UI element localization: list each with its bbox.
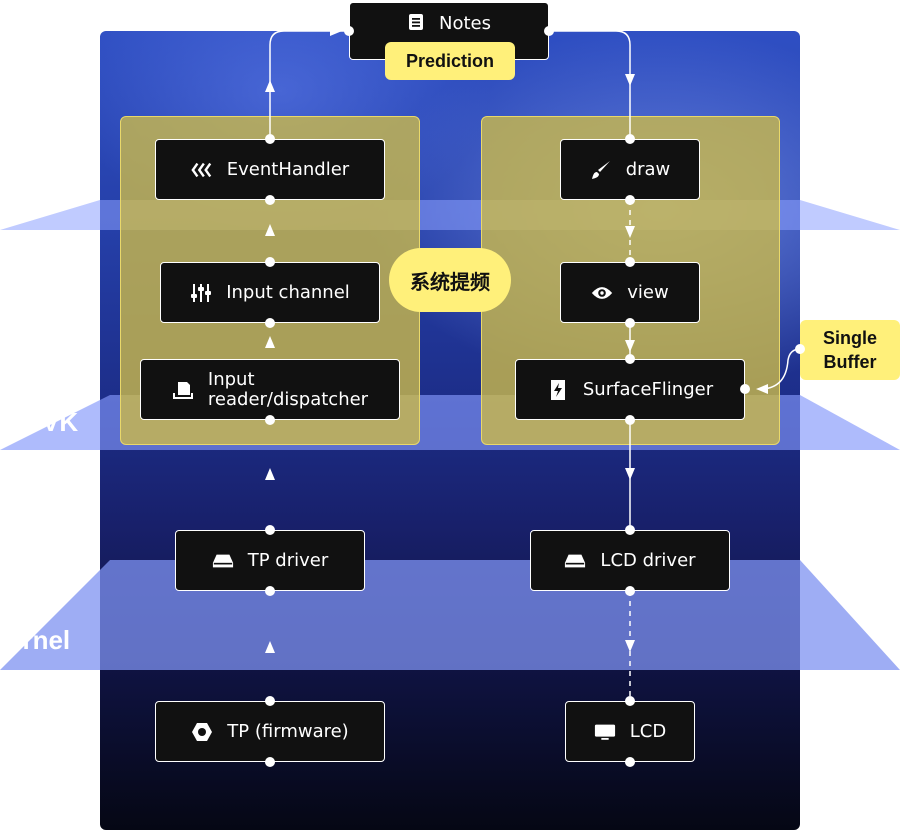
- single-buffer-tag: Single Buffer: [800, 320, 900, 380]
- flash-card-icon: [547, 379, 569, 401]
- sdk-layer-label: VK: [42, 407, 79, 437]
- view-box[interactable]: view: [560, 262, 700, 323]
- lcd-driver-box[interactable]: LCD driver: [530, 530, 730, 591]
- eye-icon: [591, 282, 613, 304]
- tp-firmware-box[interactable]: TP (firmware): [155, 701, 385, 762]
- lcd-label: LCD: [629, 721, 667, 742]
- paintbrush-icon: [590, 159, 612, 181]
- view-label: view: [627, 282, 669, 303]
- tp-driver-box[interactable]: TP driver: [175, 530, 365, 591]
- input-reader-label: Input reader/dispatcher: [207, 368, 369, 410]
- input-channel-box[interactable]: Input channel: [160, 262, 380, 323]
- sliders-icon: [190, 282, 212, 304]
- draw-label: draw: [625, 159, 671, 180]
- event-handler-label: EventHandler: [226, 159, 350, 180]
- surface-flinger-label: SurfaceFlinger: [582, 379, 714, 400]
- tp-firmware-label: TP (firmware): [227, 721, 349, 742]
- hex-nut-icon: [191, 721, 213, 743]
- lcd-driver-label: LCD driver: [600, 550, 696, 571]
- input-reader-box[interactable]: Input reader/dispatcher: [140, 359, 400, 420]
- prediction-badge: Prediction: [385, 42, 515, 80]
- input-channel-label: Input channel: [226, 282, 350, 303]
- draw-box[interactable]: draw: [560, 139, 700, 200]
- kernel-layer-label: ernel: [8, 625, 71, 655]
- lcd-box[interactable]: LCD: [565, 701, 695, 762]
- chevrons-icon: [191, 159, 213, 181]
- drive-icon: [212, 550, 234, 572]
- system-boost-tag: 系统提频: [389, 248, 511, 312]
- surface-flinger-box[interactable]: SurfaceFlinger: [515, 359, 745, 420]
- file-tray-icon: [172, 379, 194, 401]
- drive-icon: [564, 550, 586, 572]
- tp-driver-label: TP driver: [247, 550, 329, 571]
- notes-icon: [407, 13, 425, 31]
- monitor-icon: [594, 721, 616, 743]
- event-handler-box[interactable]: EventHandler: [155, 139, 385, 200]
- notes-label: Notes: [439, 13, 491, 34]
